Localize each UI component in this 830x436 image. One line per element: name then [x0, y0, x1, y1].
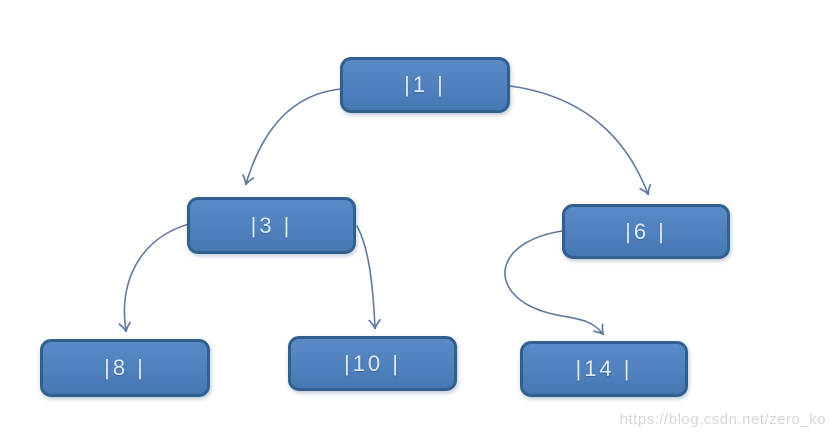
node-label: |14 | [575, 356, 633, 381]
tree-node-3: |3 | [187, 197, 356, 254]
edge-n3-to-n10 [356, 225, 381, 330]
node-label: |3 | [250, 212, 293, 238]
node-label: |8 | [104, 355, 146, 380]
tree-node-10: |10 | [288, 336, 457, 391]
tree-node-8: |8 | [40, 339, 210, 397]
node-label: |6 | [625, 218, 667, 244]
watermark-text: https://blog.csdn.net/zero_ko [619, 411, 826, 428]
edge-n1-to-n3 [242, 88, 342, 186]
tree-node-6: |6 | [562, 204, 730, 259]
node-label: |10 | [343, 350, 401, 376]
tree-node-1: |1 | [340, 57, 510, 113]
edge-n3-to-n8 [118, 223, 190, 333]
edge-n1-to-n6 [509, 85, 652, 196]
tree-node-14: |14 | [520, 341, 688, 397]
node-label: |1 | [404, 72, 446, 97]
